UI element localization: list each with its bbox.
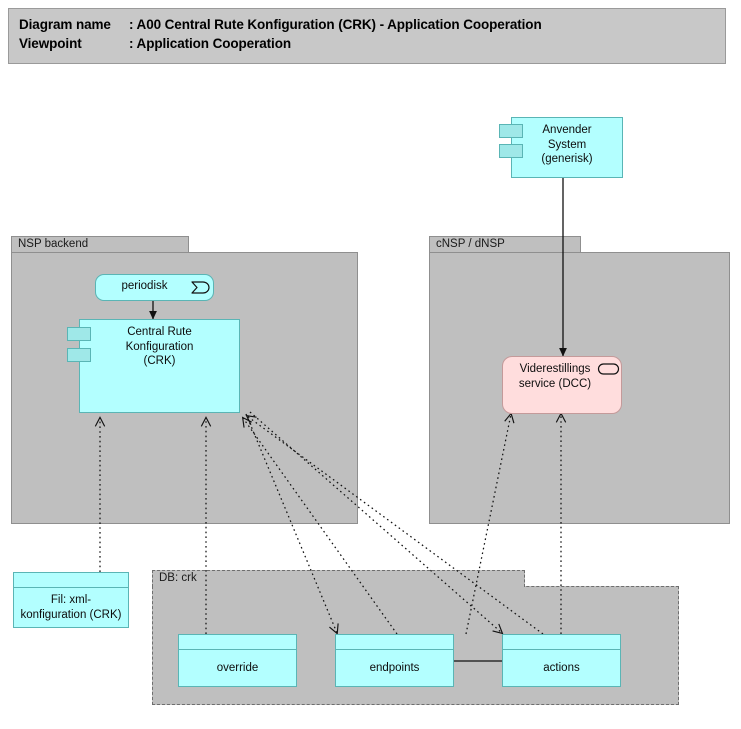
diagram-title-banner: Diagram name : A00 Central Rute Konfigur…: [8, 8, 726, 64]
element-table-override[interactable]: override: [178, 634, 297, 687]
element-viderestillings-service-dcc-label: Viderestillings service (DCC): [518, 363, 592, 390]
connection-crk-to-actions[interactable]: [249, 411, 504, 635]
table-override-band-icon: [179, 635, 296, 650]
element-anvender-system[interactable]: Anvender System (generisk): [511, 117, 623, 178]
table-endpoints-band-icon: [336, 635, 453, 650]
connection-actions-to-crk[interactable]: [245, 414, 544, 635]
viewpoint-row: Viewpoint : Application Cooperation: [19, 34, 725, 53]
group-cnsp-dnsp-label: cNSP / dNSP: [429, 236, 581, 253]
table-actions-band-icon: [503, 635, 620, 650]
group-db-crk-label: DB: crk: [152, 570, 525, 587]
diagram-name-value: : A00 Central Rute Konfiguration (CRK) -…: [129, 17, 542, 32]
data-object-icon: [14, 573, 128, 588]
crk-component-stub-upper-icon: [67, 327, 91, 341]
element-periodisk-label: periodisk: [121, 280, 168, 292]
viewpoint-key: Viewpoint: [19, 36, 82, 51]
connection-crk-to-endpoints[interactable]: [245, 413, 339, 635]
element-anvender-system-label: Anvender System (generisk): [541, 124, 593, 165]
element-crk-label: Central Rute Konfiguration (CRK): [125, 326, 194, 367]
element-fil-xml-konfiguration-label: Fil: xml- konfiguration (CRK): [20, 593, 122, 621]
diagram-name-row: Diagram name : A00 Central Rute Konfigur…: [19, 15, 725, 34]
component-stub-lower-icon: [499, 144, 523, 158]
group-nsp-backend-label: NSP backend: [11, 236, 189, 253]
element-fil-xml-konfiguration[interactable]: Fil: xml- konfiguration (CRK): [13, 572, 129, 628]
diagram-name-key: Diagram name: [19, 17, 111, 32]
element-table-endpoints[interactable]: endpoints: [335, 634, 454, 687]
element-table-override-label: override: [216, 661, 259, 674]
element-table-actions-label: actions: [543, 661, 580, 674]
crk-component-stub-lower-icon: [67, 348, 91, 362]
element-crk[interactable]: Central Rute Konfiguration (CRK): [79, 319, 240, 413]
element-table-endpoints-label: endpoints: [369, 661, 420, 674]
connection-endpoints-to-crk[interactable]: [241, 416, 398, 635]
element-table-actions[interactable]: actions: [502, 634, 621, 687]
group-cnsp-dnsp[interactable]: cNSP / dNSP: [429, 236, 730, 524]
viewpoint-value: : Application Cooperation: [129, 36, 291, 51]
component-stub-upper-icon: [499, 124, 523, 138]
